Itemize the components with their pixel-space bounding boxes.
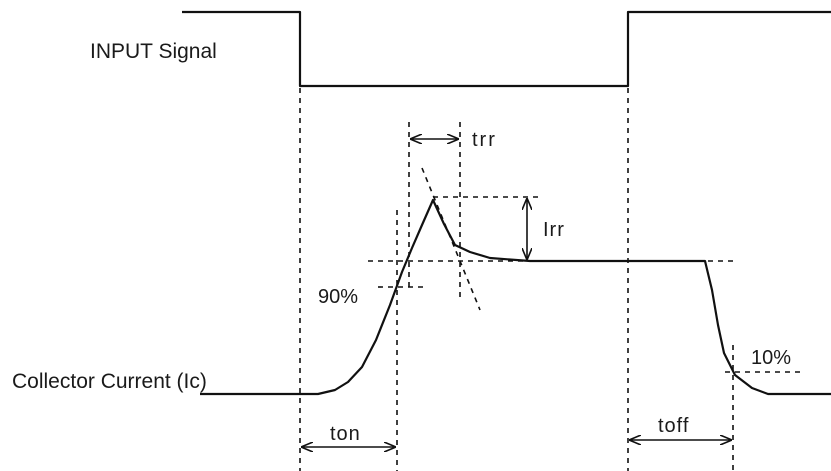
pct90-label: 90% <box>318 286 358 308</box>
input-signal-waveform <box>182 10 831 88</box>
collector-current-label: Collector Current (Ic) <box>12 370 207 393</box>
pct10-label: 10% <box>751 347 791 369</box>
input-signal-label: INPUT Signal <box>90 40 217 63</box>
collector-current-waveform <box>200 198 831 396</box>
irr-label: Irr <box>543 219 565 241</box>
ton-label: ton <box>330 423 361 445</box>
toff-label: toff <box>658 415 689 437</box>
trr-label: trr <box>472 129 497 151</box>
